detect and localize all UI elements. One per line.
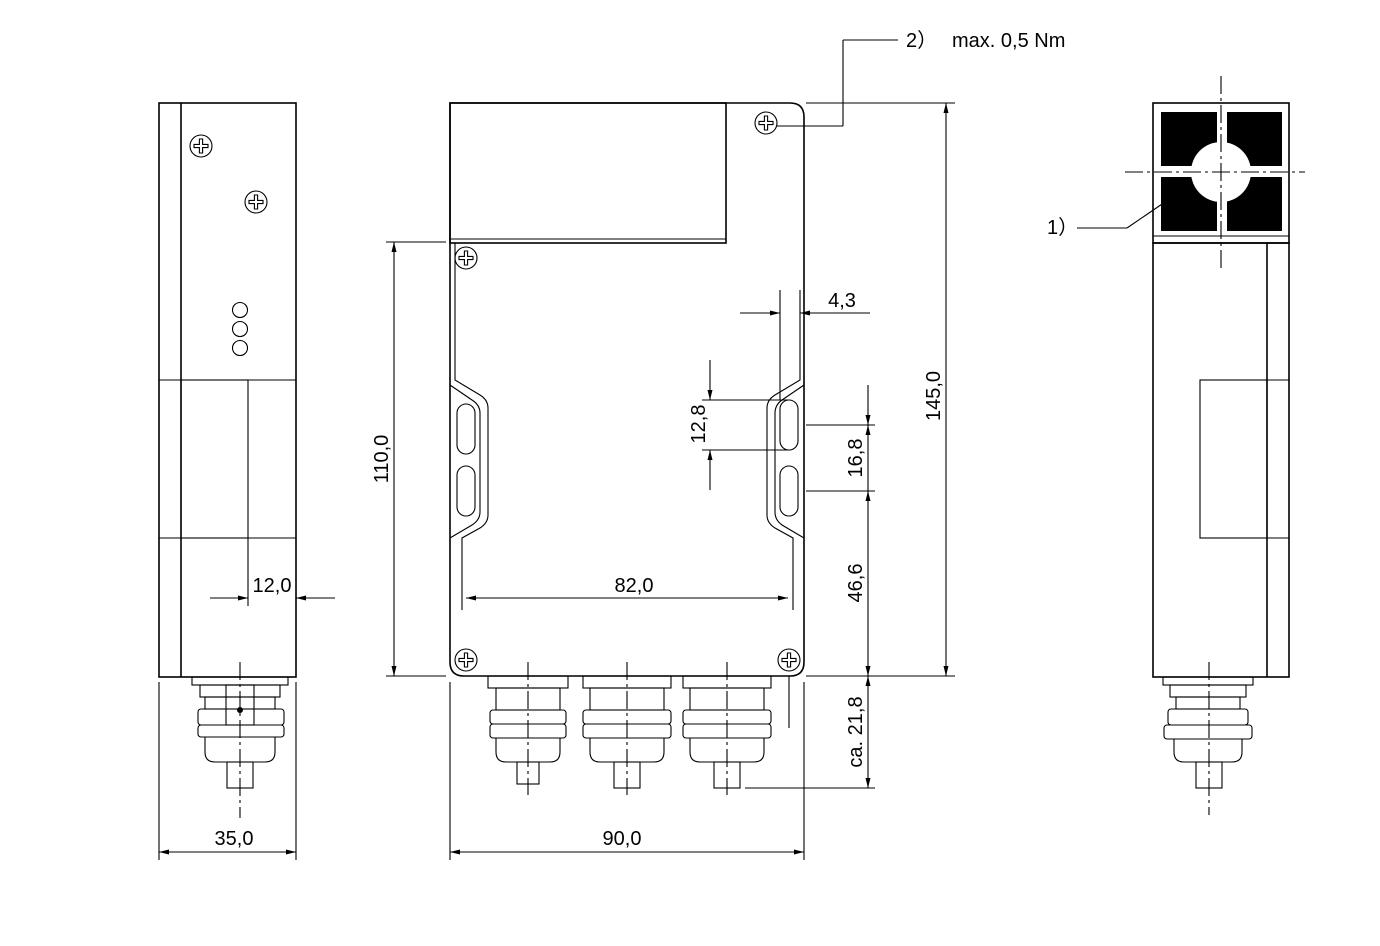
- mounting-slot: [456, 403, 476, 455]
- cable-gland-side: [1162, 662, 1254, 815]
- led-indicator: [231, 301, 249, 319]
- mounting-slot: [456, 465, 476, 517]
- cable-gland-front: [582, 662, 672, 795]
- dim-slot-pitch: 16,8: [845, 439, 867, 478]
- screw-icon: [454, 648, 478, 672]
- dim-edge-offset: 4,3: [828, 290, 856, 312]
- dim-slot-to-bottom: 46,6: [845, 564, 867, 603]
- screw-icon: [189, 134, 213, 158]
- dim-side-offset: 12,0: [253, 575, 292, 597]
- dim-side-width: 35,0: [215, 828, 254, 850]
- screw-icon: [754, 111, 778, 135]
- note-2-marker: 2）: [906, 29, 937, 52]
- side-view-right: 1）: [1047, 76, 1305, 815]
- screw-icon: [777, 648, 801, 672]
- mounting-slot: [779, 465, 799, 517]
- dim-hole-spacing: 82,0: [615, 575, 654, 597]
- front-view: 82,0 90,0 110,0 145,0 4,3 12,8 16,8: [371, 29, 1065, 860]
- mounting-slot: [779, 399, 799, 451]
- led-indicator: [231, 339, 249, 357]
- cable-gland-front: [487, 662, 569, 795]
- dim-gland-length: ca. 21,8: [845, 696, 867, 767]
- dim-front-height-total: 145,0: [923, 371, 945, 421]
- cable-gland-side: [191, 662, 289, 818]
- dim-slot-length: 12,8: [688, 405, 710, 444]
- cable-gland-front: [682, 662, 772, 795]
- connector-pattern: [1125, 76, 1305, 268]
- dim-front-width: 90,0: [603, 828, 642, 850]
- led-indicator: [231, 320, 249, 338]
- side-view-left: 12,0 35,0: [158, 102, 335, 860]
- dim-front-height-body: 110,0: [371, 435, 393, 484]
- screw-icon: [244, 190, 268, 214]
- note-2-text: max. 0,5 Nm: [952, 30, 1065, 52]
- screw-icon: [454, 246, 478, 270]
- note-1-marker: 1）: [1047, 216, 1078, 239]
